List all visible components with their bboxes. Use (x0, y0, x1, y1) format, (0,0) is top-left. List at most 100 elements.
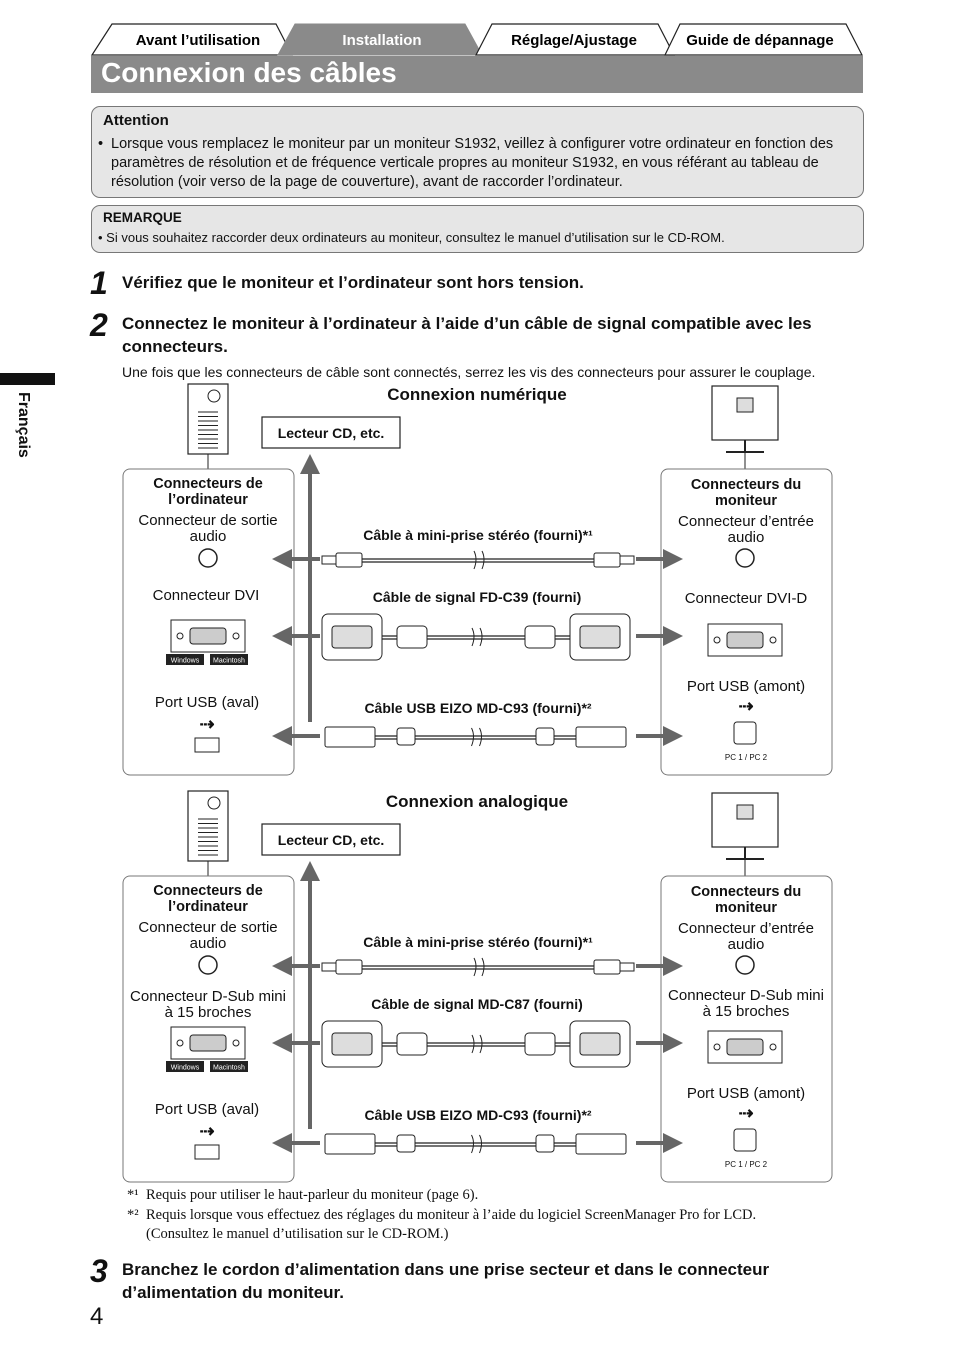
remarque-text: • Si vous souhaitez raccorder deux ordin… (98, 230, 725, 245)
video-plug-pins (579, 625, 621, 649)
step-number: 3 (90, 1253, 108, 1289)
footnote-mark: *² (127, 1207, 139, 1223)
step-text: Vérifiez que le moniteur et l’ordinateur… (122, 273, 584, 292)
video-cable (321, 613, 631, 661)
monitor-audio-label: Connecteur d’entrée (678, 513, 814, 530)
computer-panel-title: Connecteurs de (153, 476, 263, 492)
step-number: 1 (90, 265, 108, 301)
computer-panel-title: l’ordinateur (168, 899, 248, 915)
section-tabs: Avant l’utilisation Installation Réglage… (90, 23, 863, 56)
pc-usb-label: Port USB (aval) (155, 694, 259, 711)
pc-video-label: Connecteur DVI (153, 587, 260, 604)
attention-heading: Attention (103, 112, 169, 129)
cd-drive-box (261, 823, 401, 856)
language-tab-label: Français (15, 392, 32, 458)
tower-fan (207, 796, 221, 810)
ferrite-core (396, 1032, 428, 1056)
video-cable-label: Câble de signal FD-C39 (fourni) (373, 589, 581, 605)
audio-plug-body-left (335, 552, 363, 568)
os-badge-label: Macintosh (213, 658, 245, 665)
pc-video-label: à 15 broches (165, 1004, 252, 1021)
tab-reglage-ajustage[interactable]: Réglage/Ajustage (475, 23, 675, 56)
pc-audio-label: Connecteur de sortie (138, 512, 277, 529)
audio-cable-label: Câble à mini-prise stéréo (fourni)*¹ (363, 527, 593, 543)
audio-jack-icon (735, 548, 755, 568)
usb-icon: ⇢ (738, 1103, 753, 1123)
port-pins (726, 631, 764, 649)
step-note: Une fois que les connecteurs de câble so… (122, 364, 816, 380)
port-pins (189, 1034, 227, 1052)
language-tab-marker (0, 373, 55, 385)
usb-icon: ⇢ (199, 714, 214, 734)
pc-switch-label: PC 1 / PC 2 (725, 1160, 768, 1169)
step-text: Connectez le moniteur à l’ordinateur à l… (122, 314, 812, 356)
monitor-panel-title: Connecteurs du (691, 477, 801, 493)
cable-break (473, 550, 485, 570)
footnote-text: Requis lorsque vous effectuez des réglag… (146, 1207, 757, 1223)
audio-plug-body-right (593, 959, 621, 975)
usb-b-port-icon (733, 721, 757, 745)
cable-break (473, 957, 485, 977)
monitor-audio-label: audio (728, 529, 765, 546)
port-screw (176, 1039, 184, 1047)
page-title: Connexion des câbles (101, 57, 397, 88)
usb-b-port-icon (733, 1128, 757, 1152)
computer-tower-icon (187, 383, 229, 455)
attention-text: Lorsque vous remplacez le moniteur par u… (111, 136, 834, 190)
attention-bullet: • (98, 136, 104, 152)
tab-label: Guide de dépannage (686, 32, 834, 49)
usb-a-plug (324, 726, 376, 748)
usb-a-plug (324, 1133, 376, 1155)
footnote-mark: *¹ (127, 1187, 139, 1203)
usb-cable (324, 1133, 627, 1155)
cable-break (471, 1034, 483, 1054)
usb-a-port-icon (194, 737, 220, 753)
ferrite-core (396, 625, 428, 649)
port-screw (769, 1043, 777, 1051)
monitor-audio-label: Connecteur d’entrée (678, 920, 814, 937)
os-badge (166, 1061, 204, 1072)
audio-cable (321, 957, 635, 977)
monitor-rear-icon (711, 385, 779, 453)
os-badge (210, 654, 248, 665)
tab-avant-utilisation[interactable]: Avant l’utilisation (90, 23, 293, 56)
audio-plug-right (619, 962, 635, 972)
diagram-title: Connexion analogique (386, 792, 568, 811)
tower-fan (207, 389, 221, 403)
port-screw (769, 636, 777, 644)
audio-plug-left (321, 962, 337, 972)
os-badge (210, 1061, 248, 1072)
usb-icon: ⇢ (738, 696, 753, 716)
step-text: Branchez le cordon d’alimentation dans u… (122, 1260, 770, 1302)
audio-plug-body-left (335, 959, 363, 975)
monitor-video-label: à 15 broches (703, 1003, 790, 1020)
tab-installation[interactable]: Installation (277, 23, 483, 56)
pc-audio-label: audio (190, 935, 227, 952)
dsub-port-icon (707, 1030, 783, 1064)
audio-jack-icon (198, 548, 218, 568)
usb-cable-label: Câble USB EIZO MD-C93 (fourni)*² (364, 1107, 591, 1123)
cable-break (471, 627, 483, 647)
monitor-body (711, 792, 779, 848)
pc-video-label: Connecteur D-Sub mini (130, 988, 286, 1005)
audio-cable-label: Câble à mini-prise stéréo (fourni)*¹ (363, 934, 593, 950)
monitor-usb-label: Port USB (amont) (687, 1085, 805, 1102)
usb-a-port-icon (194, 1144, 220, 1160)
tab-guide-depannage[interactable]: Guide de dépannage (664, 23, 863, 56)
ferrite-core (524, 1032, 556, 1056)
footnote-text-continued: (Consultez le manuel d’utilisation sur l… (146, 1226, 449, 1242)
cable-break (471, 727, 482, 747)
ferrite-core (535, 1134, 555, 1153)
os-badge (166, 654, 204, 665)
video-plug-pins (331, 1032, 373, 1056)
computer-tower-icon (187, 790, 229, 862)
os-badge-label: Macintosh (213, 1065, 245, 1072)
monitor-rear-icon (711, 792, 779, 860)
monitor-usb-label: Port USB (amont) (687, 678, 805, 695)
port-pins (189, 627, 227, 645)
usb-b-plug (575, 726, 627, 748)
usb-b-plug (575, 1133, 627, 1155)
remarque-heading: REMARQUE (103, 210, 182, 225)
port-screw (713, 1043, 721, 1051)
computer-panel-title: l’ordinateur (168, 492, 248, 508)
